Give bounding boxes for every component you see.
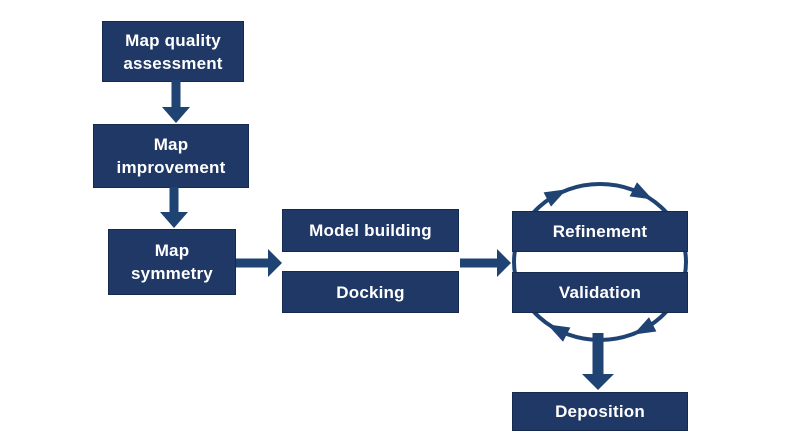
cycle-arrowhead-top-left-icon [543, 189, 567, 207]
node-label: Deposition [555, 402, 645, 421]
node-model-building: Model building [282, 209, 459, 252]
node-label: Map [153, 135, 189, 154]
node-label: Docking [336, 282, 405, 302]
cycle-arrowhead-top-right-icon [629, 182, 653, 200]
node-label: Model building [309, 221, 432, 240]
node-label: Refinement [552, 222, 648, 241]
node-map-symmetry: Map symmetry [108, 229, 236, 295]
cycle-arrowhead-bottom-left-icon [547, 324, 571, 342]
flow-arrow-right-1-icon [236, 249, 282, 277]
flow-arrow-down-3-icon [582, 333, 614, 390]
node-deposition: Deposition [512, 392, 688, 431]
node-label: improvement [116, 158, 226, 177]
flow-arrow-down-1-icon [162, 80, 190, 123]
flow-arrow-down-2-icon [160, 187, 188, 228]
node-docking: Docking [282, 271, 459, 313]
cycle-arrowhead-bottom-right-icon [633, 317, 657, 335]
node-label: Validation [558, 283, 642, 302]
node-refinement: Refinement [512, 211, 688, 252]
node-validation: Validation [512, 272, 688, 313]
node-label: Map [154, 241, 190, 260]
node-map-improvement: Map improvement [93, 124, 249, 188]
node-label: Map quality [125, 30, 221, 50]
flow-arrow-right-2-icon [460, 249, 511, 277]
node-map-quality-assessment: Map quality assessment [102, 21, 244, 82]
node-label: symmetry [131, 264, 213, 283]
node-label: assessment [123, 53, 223, 73]
